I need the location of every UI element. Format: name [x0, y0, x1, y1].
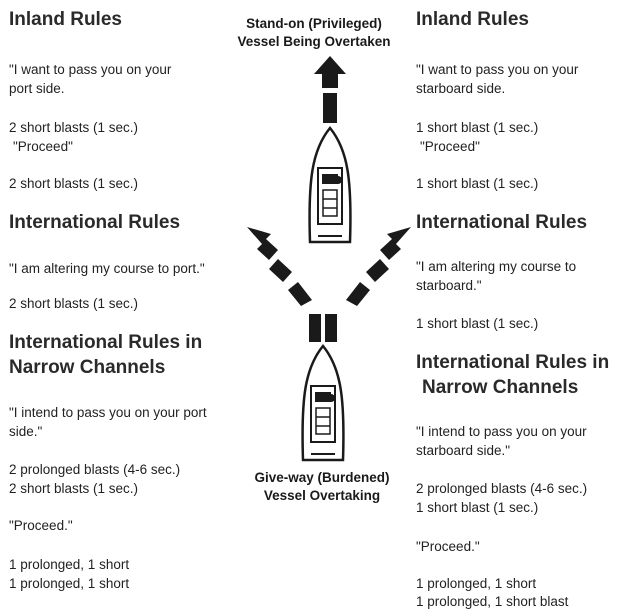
give-way-vessel	[301, 344, 345, 462]
left-narrow-heading-line1: International Rules in	[9, 332, 203, 353]
left-inland-reply: "Proceed"	[13, 139, 73, 154]
left-inland-answer: 2 short blasts (1 sec.)	[9, 176, 139, 191]
left-inland-heading: Inland Rules	[9, 9, 122, 30]
left-narrow-signal-line2: 2 short blasts (1 sec.)	[9, 481, 139, 496]
give-way-caption-line1: Give-way (Burdened)	[254, 470, 390, 485]
right-narrow-answer-line2: 1 prolonged, 1 short blast	[416, 594, 569, 609]
right-intl-quote-line2: starboard."	[416, 278, 482, 293]
left-inland-signal: 2 short blasts (1 sec.)	[9, 120, 139, 135]
right-inland-reply: "Proceed"	[420, 139, 480, 154]
right-narrow-quote-line2: starboard side."	[416, 443, 511, 458]
right-intl-heading: International Rules	[416, 212, 588, 233]
right-narrow-signal-line1: 2 prolonged blasts (4-6 sec.)	[416, 481, 588, 496]
give-way-caption-line2: Vessel Overtaking	[263, 488, 381, 503]
stand-on-caption-line2: Vessel Being Overtaken	[237, 34, 391, 49]
stand-on-course-arrow	[314, 56, 346, 123]
right-inland-signal: 1 short blast (1 sec.)	[416, 120, 539, 135]
left-narrow-reply: "Proceed."	[9, 518, 73, 533]
left-narrow-answer-line1: 1 prolonged, 1 short	[9, 557, 130, 572]
right-narrow-heading-line1: International Rules in	[416, 352, 610, 373]
left-narrow-answer-line2: 1 prolonged, 1 short	[9, 576, 130, 591]
right-inland-quote-line2: starboard side.	[416, 81, 506, 96]
left-intl-signal: 2 short blasts (1 sec.)	[9, 296, 139, 311]
left-narrow-heading-line2: Narrow Channels	[9, 357, 166, 378]
right-narrow-heading-line2: Narrow Channels	[422, 377, 579, 398]
right-narrow-reply: "Proceed."	[416, 539, 480, 554]
left-inland-quote-line1: "I want to pass you on your	[9, 62, 172, 77]
right-narrow-signal-line2: 1 short blast (1 sec.)	[416, 500, 539, 515]
right-inland-heading: Inland Rules	[416, 9, 529, 30]
left-intl-quote: "I am altering my course to port."	[9, 261, 205, 276]
stand-on-caption-line1: Stand-on (Privileged)	[246, 16, 382, 31]
port-passing-arrow	[247, 227, 312, 306]
left-narrow-quote-line2: side."	[9, 424, 43, 439]
right-narrow-answer-line1: 1 prolonged, 1 short	[416, 576, 537, 591]
overtaking-course-dashes	[309, 314, 337, 342]
starboard-passing-arrow	[346, 227, 411, 306]
right-inland-quote-line1: "I want to pass you on your	[416, 62, 579, 77]
stand-on-vessel	[308, 126, 352, 244]
left-intl-heading: International Rules	[9, 212, 181, 233]
right-inland-answer: 1 short blast (1 sec.)	[416, 176, 539, 191]
left-inland-quote-line2: port side.	[9, 81, 65, 96]
right-narrow-quote-line1: "I intend to pass you on your	[416, 424, 587, 439]
right-intl-quote-line1: "I am altering my course to	[416, 259, 577, 274]
left-narrow-quote-line1: "I intend to pass you on your port	[9, 405, 207, 420]
left-narrow-signal-line1: 2 prolonged blasts (4-6 sec.)	[9, 462, 181, 477]
right-intl-signal: 1 short blast (1 sec.)	[416, 316, 539, 331]
